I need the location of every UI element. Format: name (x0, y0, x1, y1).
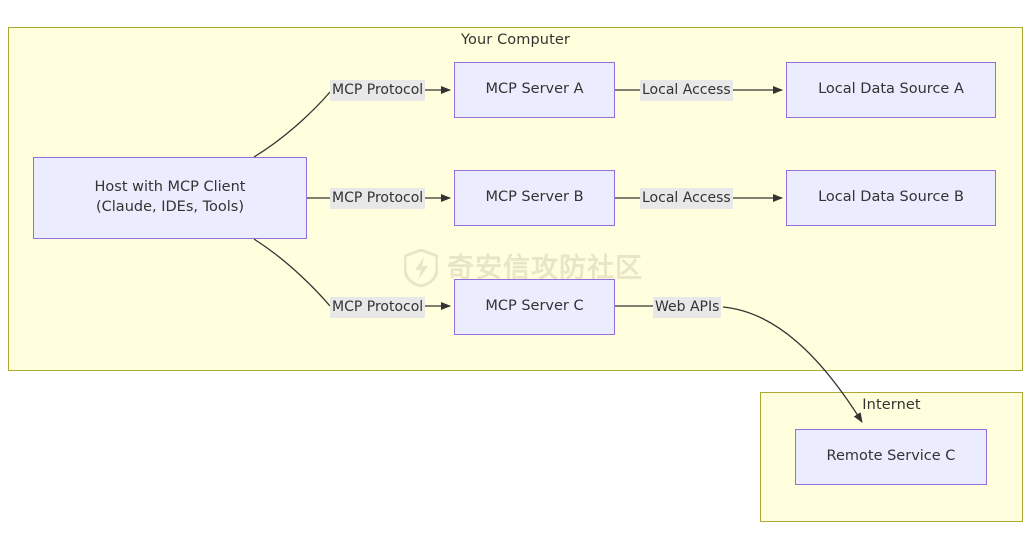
node-mcp-server-a-label: MCP Server A (485, 81, 584, 98)
node-local-data-source-a-label: Local Data Source A (818, 81, 964, 98)
edge-label-web-apis: Web APIs (653, 297, 722, 318)
node-local-data-source-b-label: Local Data Source B (818, 189, 964, 206)
node-host-with-mcp-client[interactable]: Host with MCP Client (Claude, IDEs, Tool… (33, 157, 307, 239)
node-remote-service-c[interactable]: Remote Service C (795, 429, 987, 485)
node-local-data-source-b[interactable]: Local Data Source B (786, 170, 996, 226)
node-local-data-source-a[interactable]: Local Data Source A (786, 62, 996, 118)
cluster-your-computer-label: Your Computer (461, 32, 570, 48)
node-host-line-2: (Claude, IDEs, Tools) (96, 199, 244, 215)
edge-label-mcp-protocol-a: MCP Protocol (330, 80, 426, 101)
node-mcp-server-c-label: MCP Server C (485, 298, 584, 315)
node-mcp-server-b[interactable]: MCP Server B (454, 170, 615, 226)
cluster-internet-label: Internet (862, 397, 921, 413)
node-mcp-server-a[interactable]: MCP Server A (454, 62, 615, 118)
edge-label-mcp-protocol-c: MCP Protocol (330, 297, 426, 318)
node-mcp-server-b-label: MCP Server B (485, 189, 584, 206)
edge-label-mcp-protocol-b: MCP Protocol (330, 188, 426, 209)
node-host-line-1: Host with MCP Client (94, 179, 246, 196)
node-mcp-server-c[interactable]: MCP Server C (454, 279, 615, 335)
node-remote-service-c-label: Remote Service C (826, 448, 956, 465)
edge-label-local-access-a: Local Access (640, 80, 733, 101)
edge-label-local-access-b: Local Access (640, 188, 733, 209)
